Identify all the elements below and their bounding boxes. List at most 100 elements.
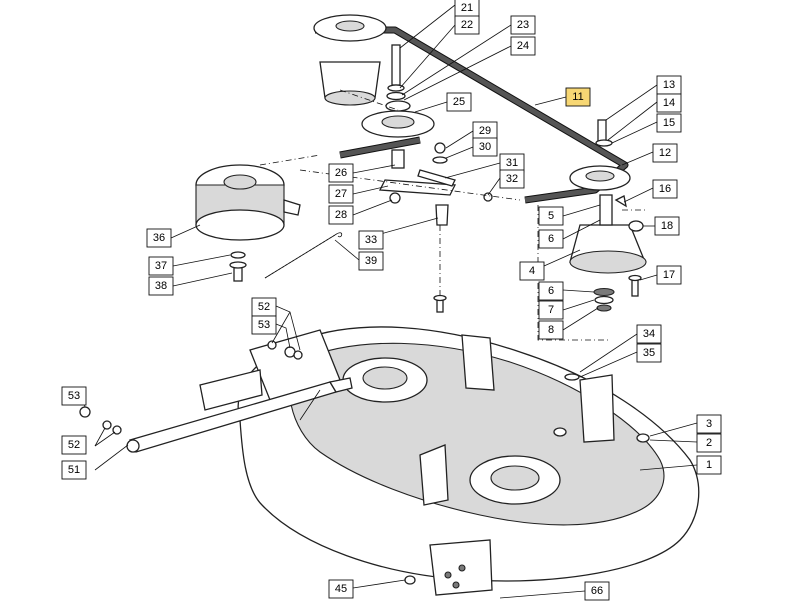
callout-number: 6 (548, 285, 554, 297)
callout-21: 21 (454, 0, 480, 18)
callout-number: 22 (461, 19, 473, 31)
callout-22: 22 (454, 15, 480, 35)
callout-number: 7 (548, 304, 554, 316)
callout-number: 17 (663, 269, 675, 281)
right-spindle (569, 119, 647, 312)
callout-box (510, 15, 536, 35)
callout-number: 2 (706, 437, 712, 449)
callout-box (328, 205, 354, 225)
callout-number: 11 (572, 91, 583, 103)
callout-number: 12 (659, 147, 671, 159)
callout-number: 23 (517, 19, 529, 31)
callout-box (696, 414, 722, 434)
callout-11: 11 (565, 87, 591, 107)
callout-box (636, 343, 662, 363)
callout-36: 36 (146, 228, 172, 248)
callout-box (538, 206, 564, 226)
callout-number: 53 (68, 390, 80, 402)
callout-box (499, 169, 525, 189)
callout-number: 14 (663, 97, 675, 109)
callout-box (584, 581, 610, 601)
callout-box (251, 315, 277, 335)
callout-box (538, 300, 564, 320)
callout-38: 38 (148, 276, 174, 296)
callout-24: 24 (510, 36, 536, 56)
callout-box (565, 87, 591, 107)
callout-box (519, 261, 545, 281)
callout-15: 15 (656, 113, 682, 133)
callout-number: 53 (258, 319, 270, 331)
callout-number: 3 (706, 418, 712, 430)
callout-number: 25 (453, 96, 465, 108)
callout-number: 30 (479, 141, 491, 153)
callout-number: 15 (663, 117, 675, 129)
callout-34: 34 (636, 324, 662, 344)
callout-number: 36 (153, 232, 165, 244)
callout-8: 8 (538, 320, 564, 340)
callout-box (454, 15, 480, 35)
callout-number: 37 (155, 260, 167, 272)
callout-33: 33 (358, 230, 384, 250)
callout-17: 17 (656, 265, 682, 285)
callout-66: 66 (584, 581, 610, 601)
callout-number: 34 (643, 328, 655, 340)
callout-52b: 52 (61, 435, 87, 455)
electric-clutch (195, 164, 301, 282)
idler-pulley (361, 100, 435, 138)
callout-box (652, 143, 678, 163)
callout-31: 31 (499, 153, 525, 173)
callout-number: 38 (155, 280, 167, 292)
callout-box (328, 184, 354, 204)
callout-28: 28 (328, 205, 354, 225)
callout-box (696, 455, 722, 475)
callout-box (538, 320, 564, 340)
callout-5: 5 (538, 206, 564, 226)
callout-box (654, 216, 680, 236)
callout-53b: 53 (61, 386, 87, 406)
callout-box (696, 433, 722, 453)
callout-32: 32 (499, 169, 525, 189)
callout-box (656, 113, 682, 133)
callout-53: 53 (251, 315, 277, 335)
callout-box (61, 386, 87, 406)
callout-39: 39 (358, 251, 384, 271)
callout-number: 52 (68, 439, 80, 451)
callout-30: 30 (472, 137, 498, 157)
callout-29: 29 (472, 121, 498, 141)
callout-number: 6 (548, 233, 554, 245)
callout-number: 18 (661, 220, 673, 232)
callout-35: 35 (636, 343, 662, 363)
callout-12: 12 (652, 143, 678, 163)
callout-number: 1 (706, 459, 712, 471)
callout-2: 2 (696, 433, 722, 453)
leader-lines (81, 4, 698, 599)
top-pulley (313, 14, 406, 106)
callout-number: 32 (506, 173, 518, 185)
tension-spring (264, 232, 343, 279)
callout-number: 4 (529, 265, 535, 277)
callout-4: 4 (519, 261, 545, 281)
callout-number: 26 (335, 167, 347, 179)
callout-box (328, 579, 354, 599)
callout-box (61, 460, 87, 480)
callout-6b: 6 (538, 281, 564, 301)
callout-number: 5 (548, 210, 554, 222)
callout-number: 31 (506, 157, 518, 169)
callout-box (61, 435, 87, 455)
callout-box (446, 92, 472, 112)
callout-6: 6 (538, 229, 564, 249)
callout-51: 51 (61, 460, 87, 480)
callout-box (510, 36, 536, 56)
callout-number: 52 (258, 301, 270, 313)
callout-number: 27 (335, 188, 347, 200)
linkage-rod (126, 377, 353, 453)
callout-box (358, 251, 384, 271)
callout-25: 25 (446, 92, 472, 112)
assembly-lines (259, 89, 645, 341)
callout-number: 33 (365, 234, 377, 246)
callout-number: 51 (68, 464, 80, 476)
callout-number: 21 (461, 2, 473, 14)
callout-27: 27 (328, 184, 354, 204)
